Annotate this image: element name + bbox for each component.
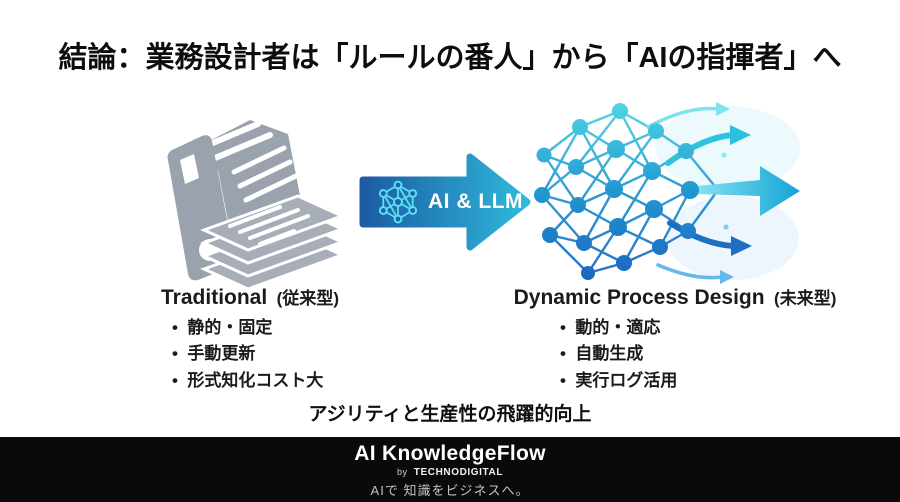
arrow-shape-graphic [359, 153, 531, 251]
brand-byline: by TECHNODIGITAL [397, 467, 503, 478]
arrow-label: AI & LLM [428, 190, 523, 213]
slide-title: 結論：業務設計者は「ルールの番人」から「AIの指揮者」へ [58, 42, 842, 74]
neural-network-flow-icon [528, 93, 804, 293]
traditional-bullet-list: 静的・固定 手動更新 形式知化コスト大 [172, 315, 323, 394]
traditional-heading-en: Traditional [161, 286, 268, 309]
dynamic-bullet-list: 動的・適応 自動生成 実行ログ活用 [560, 315, 677, 394]
byline-company: TECHNODIGITAL [413, 466, 504, 478]
dynamic-bullet-1: 動的・適応 [560, 315, 677, 341]
brand-tagline: AIで 知識をビジネスへ。 [370, 482, 530, 498]
dynamic-heading-jp: (未来型) [774, 289, 837, 308]
dynamic-heading: Dynamic Process Design (未来型) [495, 284, 855, 310]
footer-bar: AI KnowledgeFlow by TECHNODIGITAL AIで 知識… [0, 437, 900, 502]
dynamic-bullet-2: 自動生成 [560, 341, 677, 367]
binder-documents-icon [138, 98, 370, 290]
byline-prefix: by [396, 466, 408, 477]
network-badge-icon [378, 180, 418, 224]
traditional-heading-jp: (従来型) [276, 289, 339, 308]
traditional-bullet-1: 静的・固定 [172, 315, 323, 341]
brand-name: AI KnowledgeFlow [354, 441, 546, 465]
traditional-bullet-2: 手動更新 [172, 341, 323, 367]
traditional-bullet-3: 形式知化コスト大 [172, 368, 323, 394]
traditional-heading: Traditional (従来型) [95, 284, 405, 310]
transform-arrow: AI & LLM [356, 148, 534, 256]
dynamic-heading-en: Dynamic Process Design [513, 286, 765, 309]
dynamic-bullet-3: 実行ログ活用 [560, 368, 677, 394]
conclusion-statement: アジリティと生産性の飛躍的向上 [308, 404, 592, 425]
